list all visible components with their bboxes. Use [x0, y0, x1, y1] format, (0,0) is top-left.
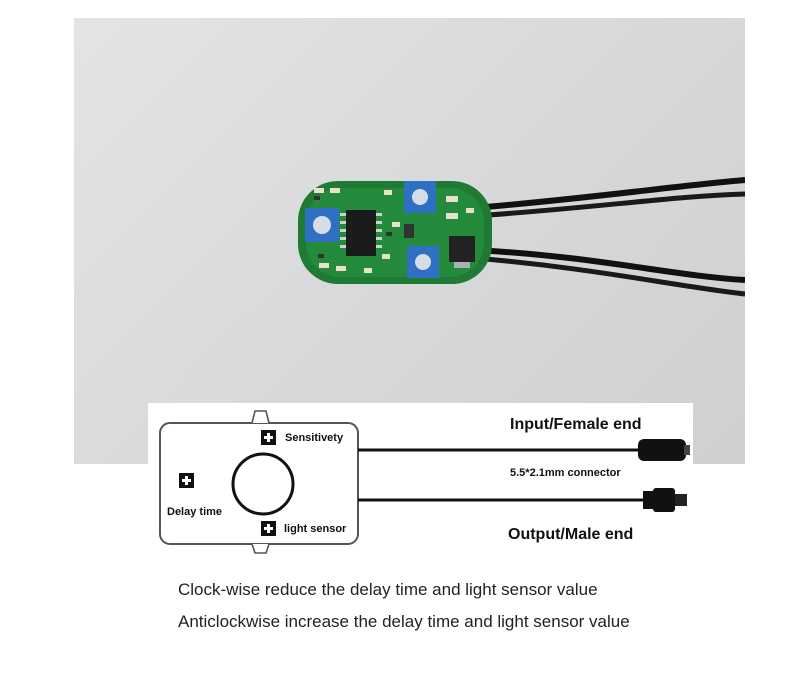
light-sensor-label: light sensor [284, 523, 347, 535]
delay-time-label: Delay time [167, 506, 223, 518]
plus-icon [261, 521, 276, 536]
cables [473, 177, 745, 297]
connector-spec-label: 5.5*2.1mm connector [510, 467, 621, 479]
instruction-clockwise: Clock-wise reduce the delay time and lig… [178, 580, 598, 599]
sensitivity-label: Sensitivety [285, 432, 344, 444]
pcb-board [298, 181, 492, 284]
light-sensor-circle [231, 452, 295, 516]
pcb-module-illustration [298, 177, 745, 297]
wiring-diagram: Sensitivety Delay time light sensor Inpu… [148, 403, 693, 558]
male-connector [643, 488, 687, 512]
plus-icon [261, 430, 276, 445]
input-female-end-label: Input/Female end [510, 416, 642, 433]
ic-chip [346, 210, 376, 256]
plus-icon [179, 473, 194, 488]
regulator [449, 236, 475, 262]
instruction-anticlockwise: Anticlockwise increase the delay time an… [178, 612, 630, 631]
female-connector [638, 439, 690, 461]
product-photo [74, 18, 745, 464]
output-male-end-label: Output/Male end [508, 526, 634, 543]
diagram-drawing [159, 410, 690, 554]
